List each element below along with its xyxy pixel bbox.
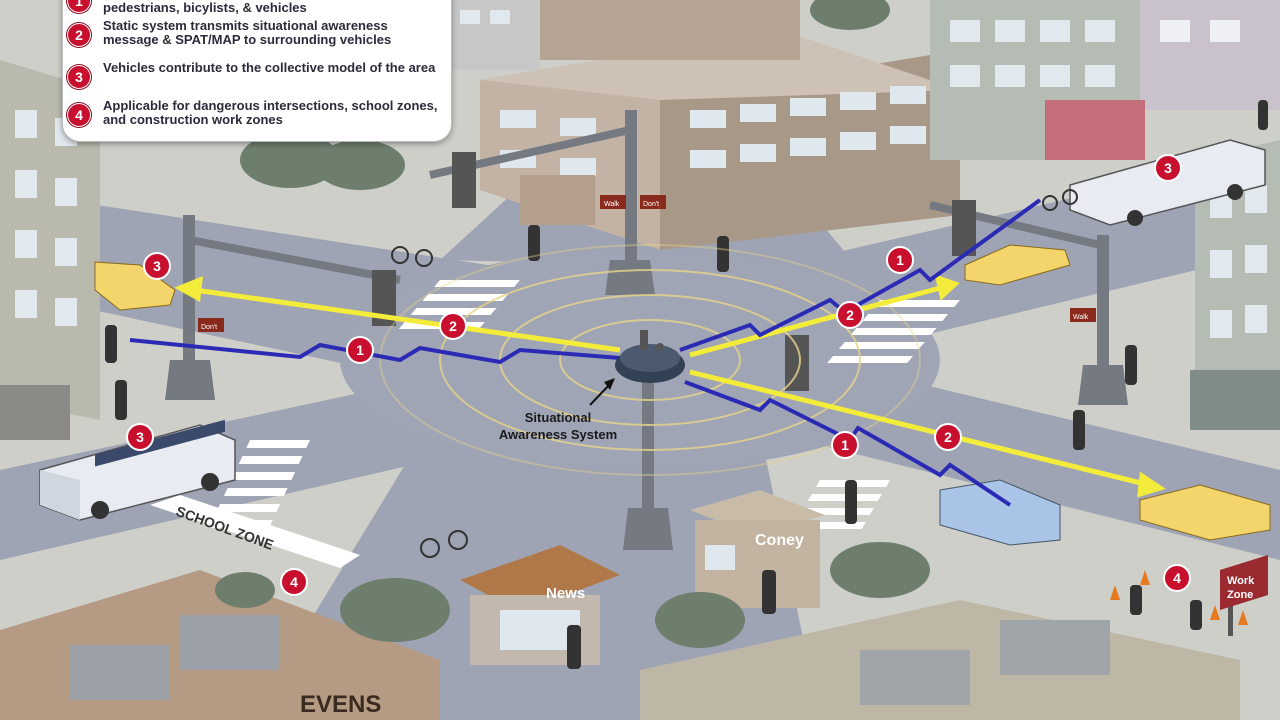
marker-circle [1163,564,1191,592]
marker-number: 3 [1164,160,1172,176]
awareness-waves [379,244,921,476]
marker-circle [439,312,467,340]
taxi-right-top [964,244,1071,286]
bus-shelters [0,100,1280,440]
marker-circle [143,252,171,280]
situational-awareness-device [615,330,685,383]
marker-3: 3 [126,423,154,451]
marker-4: 4 [1163,564,1191,592]
bicyclists [391,189,1078,558]
marker-circle [934,423,962,451]
walk-signs: Walk Don't Don't Walk [198,195,1096,332]
marker-circle [836,301,864,329]
coney-kiosk: Coney [690,490,825,608]
center-label-pointer-head [604,378,615,390]
work-zone-sign: Work Zone [1220,555,1268,636]
taxi-right-bottom [1139,484,1271,541]
marker-circle [280,568,308,596]
marker-number: 3 [136,429,144,445]
legend-number-1: 1 [67,0,91,13]
dont-sign-text-2: Don't [201,324,217,331]
marker-3: 3 [1154,154,1182,182]
marker-number: 1 [356,342,364,358]
work-zone-text-2: Zone [1227,589,1253,601]
coney-sign-text: Coney [755,532,804,549]
marker-number: 2 [944,429,952,445]
traffic-cones [1110,570,1248,625]
legend-text-4: Applicable for dangerous intersections, … [103,98,438,127]
walk-sign-text-2: Walk [1073,314,1089,321]
numbered-markers: 1 1 1 2 2 2 3 3 3 4 4 [126,154,1191,596]
marker-circle [346,336,374,364]
legend-panel: 1 pedestrians, bicylists, & vehicles 2 S… [62,0,452,142]
marker-number: 2 [846,307,854,323]
legend-number-2: 2 [67,23,91,47]
marker-2: 2 [836,301,864,329]
walk-sign-text: Walk [604,201,620,208]
taxi-left [94,261,176,311]
marker-number: 4 [290,574,298,590]
marker-circle [831,431,859,459]
marker-number: 1 [896,252,904,268]
legend-text-2: Static system transmits situational awar… [103,18,392,47]
marker-4: 4 [280,568,308,596]
marker-circle [1154,154,1182,182]
marker-circle [126,423,154,451]
building-bottom-right [640,600,1240,720]
awareness-lightning [129,198,1042,507]
marker-1: 1 [831,431,859,459]
pedestrians [105,100,1268,669]
legend-number-4: 4 [67,103,91,127]
spat-map-arrows [174,274,1166,498]
marker-1: 1 [886,246,914,274]
center-label-line1: Situational [525,410,591,425]
work-zone-text-1: Work [1227,575,1255,587]
bus-right [1069,139,1266,226]
building-left [0,60,100,420]
bus-left [39,419,236,521]
marker-number: 4 [1173,570,1181,586]
marker-number: 1 [841,437,849,453]
blue-car [939,479,1061,546]
marker-1: 1 [346,336,374,364]
building-bottom-left: EVENS [0,570,440,720]
news-sign-text: News [546,585,585,602]
marker-3: 3 [143,252,171,280]
marker-2: 2 [439,312,467,340]
marker-number: 2 [449,318,457,334]
legend-text-3: Vehicles contribute to the collective mo… [103,60,436,75]
legend-text-1: pedestrians, bicylists, & vehicles [103,0,307,15]
trees [215,0,930,648]
legend-number-3: 3 [67,65,91,89]
dont-sign-text-1: Don't [643,201,659,208]
marker-circle [886,246,914,274]
building-sign-text: EVENS [300,691,381,718]
center-label-line2: Awareness System [499,427,617,442]
marker-number: 3 [153,258,161,274]
marker-2: 2 [934,423,962,451]
building-top-left [450,0,540,70]
